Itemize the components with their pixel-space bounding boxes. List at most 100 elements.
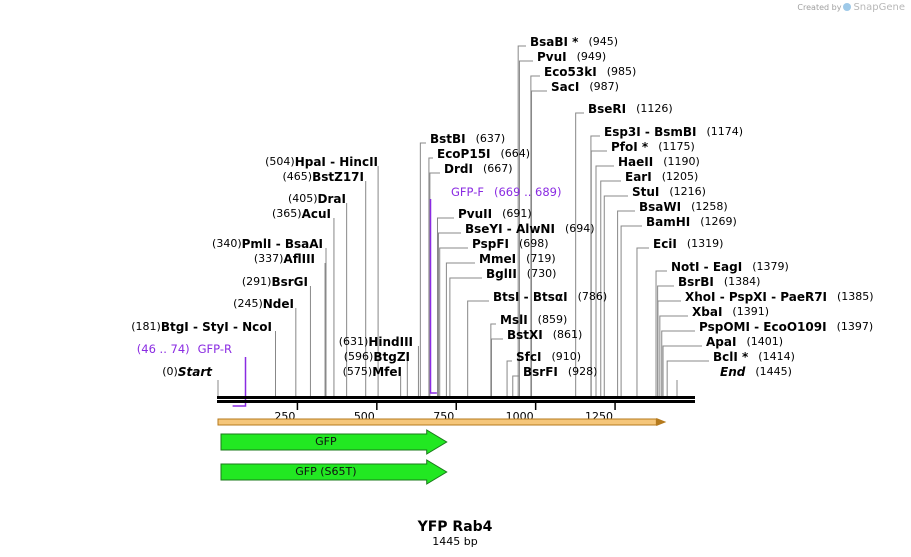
restriction-site[interactable]: BstXI(861) bbox=[507, 328, 582, 342]
site-position: (730) bbox=[527, 267, 557, 280]
site-enzyme-name: HpaI bbox=[295, 155, 326, 169]
site-enzyme-name: AflIII bbox=[283, 252, 315, 266]
site-enzyme-name: PaeR7I bbox=[780, 290, 827, 304]
site-enzyme-name: BamHI bbox=[646, 215, 690, 229]
restriction-site[interactable]: MmeI(719) bbox=[479, 252, 556, 266]
restriction-site[interactable]: PvuI(949) bbox=[537, 50, 606, 64]
restriction-site[interactable]: BsaWI(1258) bbox=[639, 200, 728, 214]
site-leader-line bbox=[512, 375, 519, 396]
site-position: (0) bbox=[162, 365, 178, 378]
restriction-site[interactable]: BstBI(637) bbox=[430, 132, 505, 146]
site-position: (1397) bbox=[837, 320, 874, 333]
restriction-site[interactable]: BclI *(1414) bbox=[713, 350, 795, 364]
site-label: (504)HpaI - HincII bbox=[265, 155, 378, 169]
restriction-site[interactable]: (0)Start bbox=[162, 365, 213, 379]
restriction-site[interactable]: BsrBI(1384) bbox=[678, 275, 760, 289]
site-enzyme-name: SfcI bbox=[516, 350, 541, 364]
site-enzyme-name: SacI bbox=[551, 80, 579, 94]
feature-arrow-head bbox=[656, 418, 667, 426]
restriction-site[interactable]: End(1445) bbox=[720, 365, 792, 379]
site-leader-line bbox=[517, 45, 526, 396]
restriction-site[interactable]: BseRI(1126) bbox=[588, 102, 673, 116]
restriction-site[interactable]: MslI (859) bbox=[500, 313, 567, 327]
restriction-site[interactable]: BseYI - AlwNI(694) bbox=[465, 222, 595, 236]
site-enzyme-name: MslI bbox=[500, 313, 528, 327]
site-separator: - bbox=[641, 125, 654, 139]
restriction-site[interactable]: StuI(1216) bbox=[632, 185, 706, 199]
restriction-site[interactable]: BamHI(1269) bbox=[646, 215, 737, 229]
site-position: (1174) bbox=[707, 125, 744, 138]
restriction-site[interactable]: EarI(1205) bbox=[625, 170, 698, 184]
site-enzyme-name: NotI bbox=[671, 260, 700, 274]
restriction-site[interactable]: NotI - EagI(1379) bbox=[671, 260, 789, 274]
restriction-site[interactable]: (631)HindIII bbox=[339, 335, 413, 349]
site-enzyme-name: AcuI bbox=[302, 207, 331, 221]
site-enzyme-name: BstZ17I bbox=[312, 170, 364, 184]
restriction-site[interactable]: Eco53kI(985) bbox=[544, 65, 636, 79]
site-leader-line bbox=[661, 330, 695, 396]
restriction-site[interactable]: BglII(730) bbox=[486, 267, 556, 281]
site-position: (859) bbox=[538, 313, 568, 326]
restriction-site[interactable]: (504)HpaI - HincII bbox=[265, 155, 378, 169]
restriction-site[interactable]: XhoI - PspXI - PaeR7I(1385) bbox=[685, 290, 874, 304]
site-enzyme-name: End bbox=[720, 365, 746, 379]
restriction-site[interactable]: DrdI(667) bbox=[444, 162, 513, 176]
feature[interactable]: GFP (S65T) bbox=[220, 459, 448, 485]
restriction-site[interactable]: BsrFI(928) bbox=[523, 365, 597, 379]
site-enzyme-name: EciI bbox=[653, 237, 677, 251]
site-label: (0)Start bbox=[162, 365, 213, 379]
credit-brand: SnapGene bbox=[853, 2, 905, 13]
restriction-site[interactable]: (405)DraI bbox=[288, 192, 346, 206]
restriction-site[interactable]: (596)BtgZI bbox=[344, 350, 410, 364]
restriction-site[interactable]: PvuII(691) bbox=[458, 207, 532, 221]
restriction-site[interactable]: (365)AcuI bbox=[272, 207, 331, 221]
restriction-site[interactable]: SacI(987) bbox=[551, 80, 619, 94]
primer-gfp-r[interactable]: (46 .. 74)GFP-R bbox=[137, 342, 247, 407]
restriction-site[interactable]: (465)BstZ17I bbox=[283, 170, 364, 184]
site-separator: - bbox=[229, 320, 242, 334]
site-leader-line bbox=[467, 300, 489, 396]
restriction-site[interactable]: (291)BsrGI bbox=[242, 275, 308, 289]
restriction-site[interactable]: PspOMI - EcoO109I(1397) bbox=[699, 320, 873, 334]
restriction-site[interactable]: PfoI *(1175) bbox=[611, 140, 695, 154]
restriction-site[interactable]: XbaI(1391) bbox=[692, 305, 769, 319]
primer-gfp-f[interactable]: GFP-F(669 .. 689) bbox=[429, 185, 562, 394]
site-position: (405) bbox=[288, 192, 318, 205]
restriction-site[interactable]: (181)BtgI - StyI - NcoI bbox=[131, 320, 272, 334]
site-enzyme-name: PspFI bbox=[472, 237, 509, 251]
site-position: (631) bbox=[339, 335, 369, 348]
site-enzyme-name: PmlI bbox=[242, 237, 272, 251]
restriction-site[interactable]: (575)MfeI bbox=[343, 365, 402, 379]
site-position: (949) bbox=[577, 50, 607, 63]
restriction-site[interactable]: (337)AflIII bbox=[254, 252, 315, 266]
site-label: BsaWI(1258) bbox=[639, 200, 728, 214]
site-enzyme-name: StuI bbox=[632, 185, 659, 199]
site-position: (365) bbox=[272, 207, 302, 220]
restriction-site[interactable]: BtsI - BtsαI(786) bbox=[493, 290, 607, 304]
restriction-site[interactable]: EcoP15I(664) bbox=[437, 147, 530, 161]
restriction-site[interactable]: SfcI(910) bbox=[516, 350, 581, 364]
feature[interactable]: GFP bbox=[220, 429, 448, 455]
restriction-site[interactable]: PspFI(698) bbox=[472, 237, 549, 251]
restriction-site[interactable]: ApaI(1401) bbox=[706, 335, 783, 349]
feature[interactable] bbox=[217, 418, 667, 426]
site-leader-line bbox=[636, 247, 649, 396]
site-enzyme-name: BsrGI bbox=[271, 275, 308, 289]
site-enzyme-name: BsaBI * bbox=[530, 35, 579, 49]
site-leader-line bbox=[437, 232, 461, 396]
site-position: (786) bbox=[578, 290, 608, 303]
restriction-site[interactable]: (245)NdeI bbox=[233, 297, 294, 311]
site-position: (1319) bbox=[687, 237, 724, 250]
site-leader-line bbox=[600, 180, 621, 396]
restriction-site[interactable]: EciI (1319) bbox=[653, 237, 723, 251]
site-position: (575) bbox=[343, 365, 373, 378]
site-leader-line bbox=[445, 262, 475, 396]
restriction-site[interactable]: Esp3I - BsmBI(1174) bbox=[604, 125, 743, 139]
restriction-site[interactable]: BsaBI *(945) bbox=[530, 35, 618, 49]
restriction-site[interactable]: (340)PmlI - BsaAI bbox=[212, 237, 323, 251]
primer-label: (46 .. 74)GFP-R bbox=[137, 342, 232, 356]
restriction-site[interactable]: HaeII(1190) bbox=[618, 155, 700, 169]
site-position: (245) bbox=[233, 297, 263, 310]
site-label: BsrBI(1384) bbox=[678, 275, 760, 289]
